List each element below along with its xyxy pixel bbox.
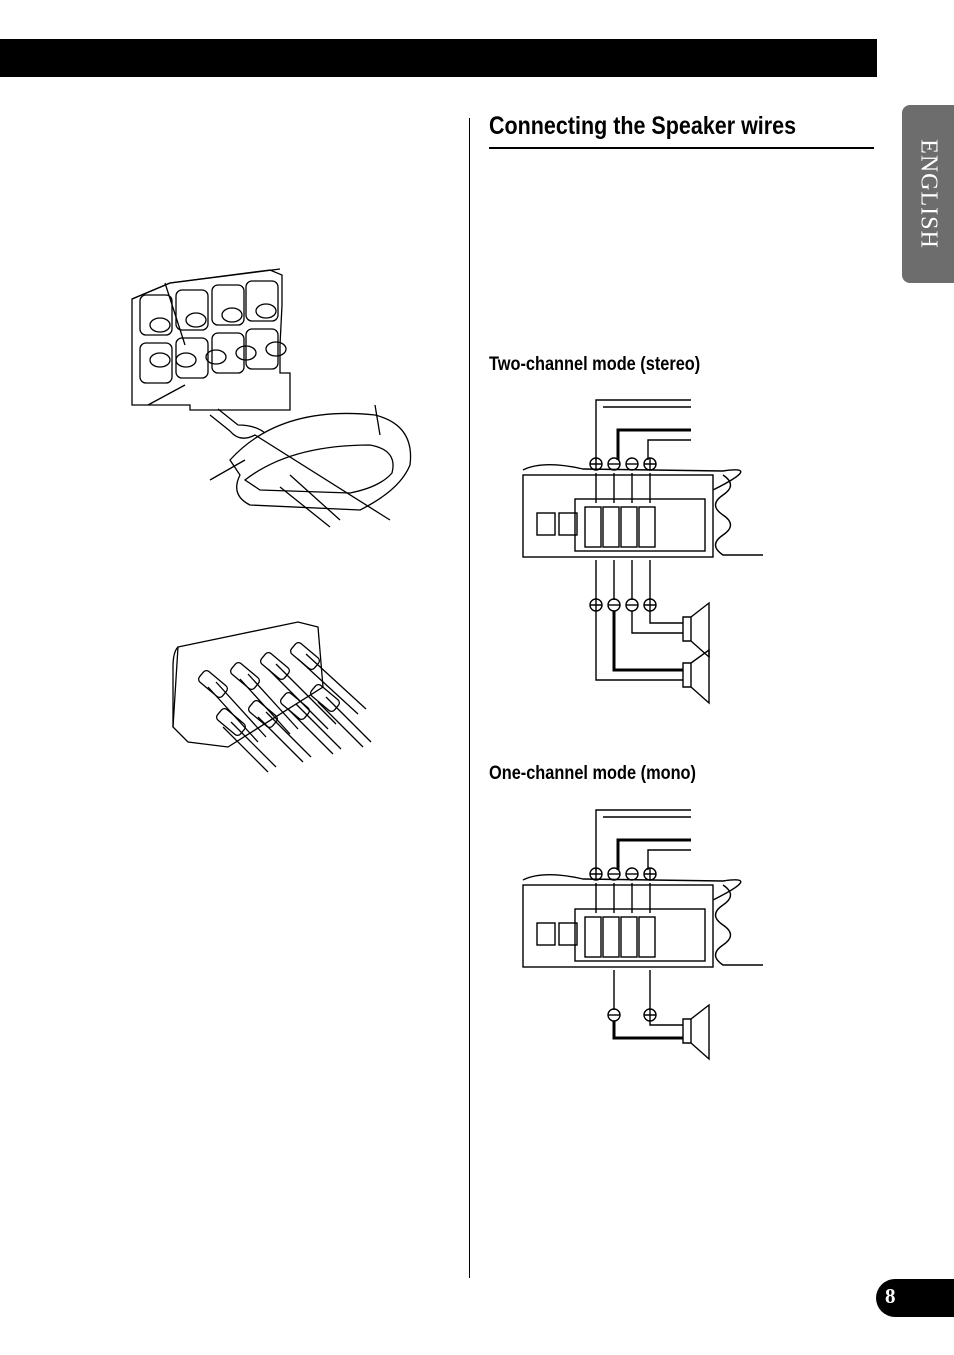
header-bar [0, 39, 877, 77]
stereo-wiring-diagram [522, 399, 763, 705]
page-number: 8 [885, 1284, 896, 1308]
stereo-subheading: Two-channel mode (stereo) [489, 354, 701, 375]
terminal-block-illustration [131, 268, 412, 528]
language-tab: ENGLISH [902, 105, 954, 283]
mono-wiring-diagram [522, 809, 763, 1061]
title-rule [489, 147, 874, 149]
column-divider [469, 118, 470, 1278]
connected-terminals-illustration [172, 621, 372, 773]
page-number-badge: 8 [876, 1279, 954, 1317]
mono-subheading: One-channel mode (mono) [489, 763, 696, 784]
language-tab-label: ENGLISH [915, 139, 942, 249]
section-title: Connecting the Speaker wires [489, 112, 797, 140]
